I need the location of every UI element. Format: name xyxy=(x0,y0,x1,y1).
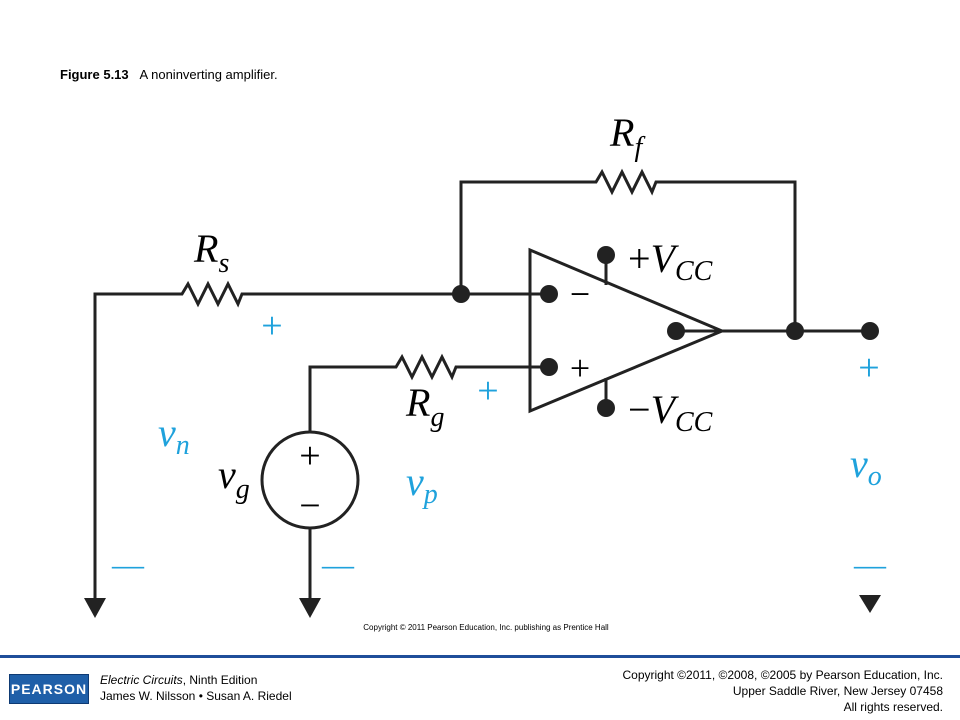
vp-minus-sign: — xyxy=(321,546,355,582)
source-minus-sign: − xyxy=(299,485,320,527)
vo-plus-sign: + xyxy=(858,347,879,389)
vp-plus-sign: + xyxy=(477,370,498,412)
rs-wire xyxy=(93,280,549,600)
copyright-line-1: Copyright ©2011, ©2008, ©2005 by Pearson… xyxy=(622,668,943,682)
ground-arrow-source xyxy=(299,598,321,618)
node-vcc-plus xyxy=(597,246,615,264)
circuit-diagram: Rf Rs Rg vg +VCC −VCC − + + − + vn — + xyxy=(84,110,887,632)
opamp-inverting-sign: − xyxy=(570,274,590,314)
opamp-body xyxy=(528,247,726,414)
vo-minus-sign: — xyxy=(853,546,887,582)
figure-title: A noninverting amplifier. xyxy=(139,67,278,82)
label-vcc-minus: −VCC xyxy=(628,387,713,438)
node-inverting-input xyxy=(540,285,558,303)
footer-divider xyxy=(0,655,960,658)
copyright-block: Copyright ©2011, ©2008, ©2005 by Pearson… xyxy=(622,667,943,715)
label-vn: vn xyxy=(158,410,190,461)
figure-copyright: Copyright © 2011 Pearson Education, Inc.… xyxy=(363,623,609,632)
node-vcc-minus xyxy=(597,399,615,417)
figure-number: Figure 5.13 xyxy=(60,67,129,82)
opamp-noninverting-sign: + xyxy=(570,348,590,388)
pearson-logo: PEARSON xyxy=(9,674,89,704)
copyright-line-2: Upper Saddle River, New Jersey 07458 xyxy=(732,684,943,698)
label-vg: vg xyxy=(218,452,250,505)
book-info: Electric Circuits, Ninth Edition James W… xyxy=(100,672,292,704)
vn-plus-sign: + xyxy=(261,305,282,347)
label-rs: Rs xyxy=(193,226,229,279)
source-plus-sign: + xyxy=(299,435,320,477)
label-vo: vo xyxy=(850,441,882,492)
figure-caption: Figure 5.13 A noninverting amplifier. xyxy=(60,67,278,82)
label-vp: vp xyxy=(406,459,438,510)
book-title: Electric Circuits xyxy=(100,673,183,687)
label-vcc-plus: +VCC xyxy=(628,236,713,287)
node-junction-output xyxy=(786,322,804,340)
feedback-wire xyxy=(459,168,797,331)
node-output-terminal xyxy=(861,322,879,340)
node-junction-rf xyxy=(452,285,470,303)
book-edition: , Ninth Edition xyxy=(182,673,258,687)
source-vg-circle xyxy=(260,430,360,530)
rg-wire xyxy=(308,353,549,432)
label-rf: Rf xyxy=(609,110,645,163)
label-rg: Rg xyxy=(405,380,444,433)
book-authors: James W. Nilsson • Susan A. Riedel xyxy=(100,689,292,703)
node-noninverting-input xyxy=(540,358,558,376)
ground-arrow-left xyxy=(84,598,106,618)
copyright-line-3: All rights reserved. xyxy=(843,700,943,714)
node-opamp-output xyxy=(667,322,685,340)
vn-minus-sign: — xyxy=(111,546,145,582)
ground-arrow-output xyxy=(859,595,881,613)
